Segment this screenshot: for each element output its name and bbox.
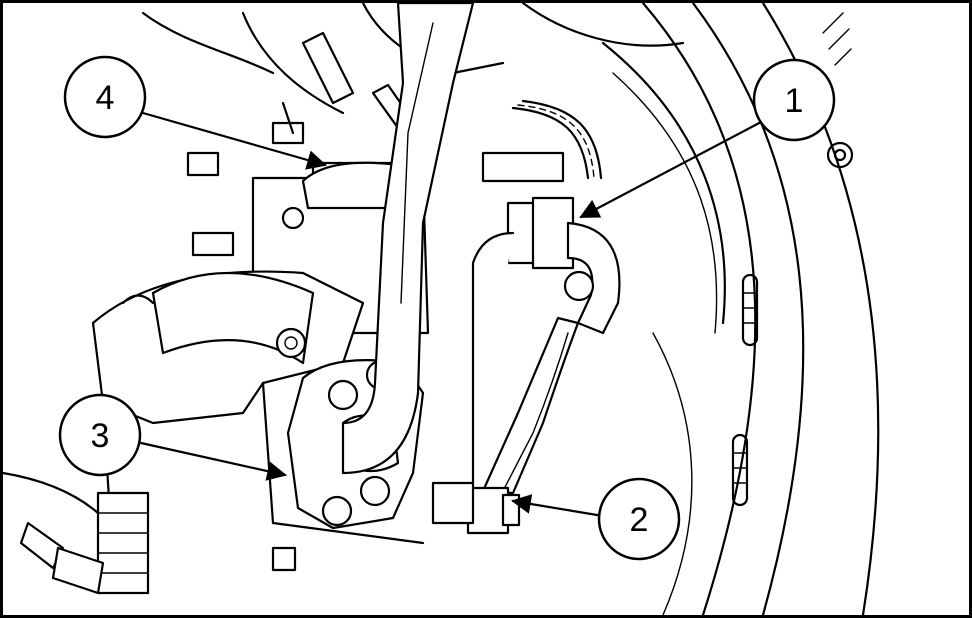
callout-1: 1 <box>752 58 836 142</box>
callout-4: 4 <box>63 55 147 139</box>
leader-4 <box>141 111 327 170</box>
large-pipe <box>341 3 475 475</box>
callout-4-label: 4 <box>96 79 115 117</box>
callout-3-label: 3 <box>91 417 110 455</box>
wire-harness <box>481 99 603 183</box>
callout-1-label: 1 <box>785 82 804 120</box>
hose-assembly <box>431 196 621 535</box>
callout-2-label: 2 <box>630 501 649 539</box>
callout-2: 2 <box>597 477 681 561</box>
leader-lines <box>139 111 765 518</box>
callout-3: 3 <box>58 393 142 477</box>
leader-2 <box>511 494 605 518</box>
left-fittings <box>3 471 150 595</box>
leader-3 <box>139 441 287 481</box>
line-drawing: 1 2 3 4 <box>3 3 880 615</box>
leader-1 <box>579 119 765 219</box>
